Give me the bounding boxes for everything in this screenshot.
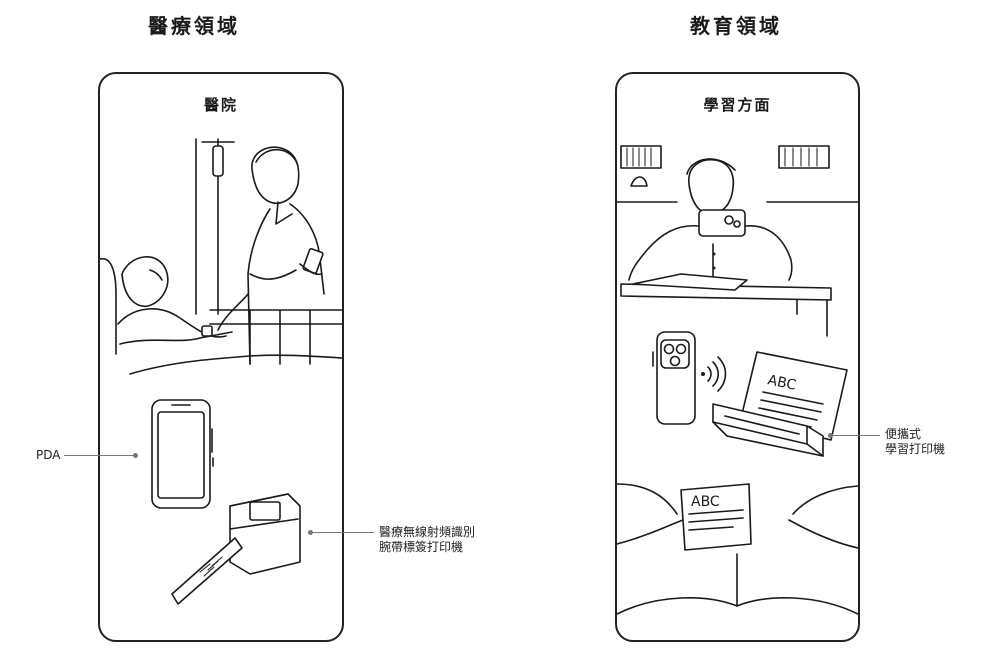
paper-abc-text: ABC — [766, 372, 798, 394]
hospital-card: 醫院 — [98, 72, 344, 642]
hospital-card-title: 醫院 — [203, 96, 238, 114]
iv-stand-icon — [195, 138, 235, 315]
portable-printer-callout-label: 便攜式 學習打印機 — [885, 427, 945, 457]
pda-callout-dot — [133, 453, 138, 458]
learning-illustration: ABC ABC — [617, 145, 858, 615]
learning-card-title: 學習方面 — [703, 96, 772, 114]
portable-printer-icon: ABC — [712, 351, 848, 457]
pda-device-icon — [151, 399, 214, 509]
desk — [620, 273, 832, 337]
label-printer-icon — [171, 493, 301, 605]
section-title-medical: 醫療領域 — [148, 14, 240, 38]
patient-bed — [100, 256, 342, 375]
learning-card: 學習方面 — [615, 72, 860, 642]
printer-label-line1: 醫療無線射頻識別 — [379, 525, 476, 539]
portable-label-line2: 學習打印機 — [885, 442, 946, 456]
held-paper-abc-text: ABC — [691, 494, 720, 510]
section-title-education: 教育領域 — [690, 14, 782, 38]
student-figure — [628, 158, 793, 281]
wireless-signal-icon — [701, 356, 727, 392]
hospital-illustration — [100, 138, 342, 605]
window-blinds — [617, 145, 858, 203]
pda-callout-line — [64, 455, 134, 456]
pda-label-text: PDA — [36, 448, 61, 462]
printer-label-line2: 腕帶標簽打印機 — [379, 540, 464, 554]
portable-callout-dot — [828, 433, 833, 438]
printer-callout-dot — [308, 530, 313, 535]
nurse-figure — [217, 146, 325, 365]
portable-callout-line — [832, 435, 880, 436]
printer-callout-line — [312, 532, 374, 533]
smartphone-icon — [652, 331, 696, 425]
pda-callout-label: PDA — [36, 448, 60, 463]
hands-with-paper: ABC — [617, 483, 858, 615]
printer-callout-label: 醫療無線射頻識別 腕帶標簽打印機 — [379, 525, 475, 555]
portable-label-line1: 便攜式 — [885, 427, 922, 441]
